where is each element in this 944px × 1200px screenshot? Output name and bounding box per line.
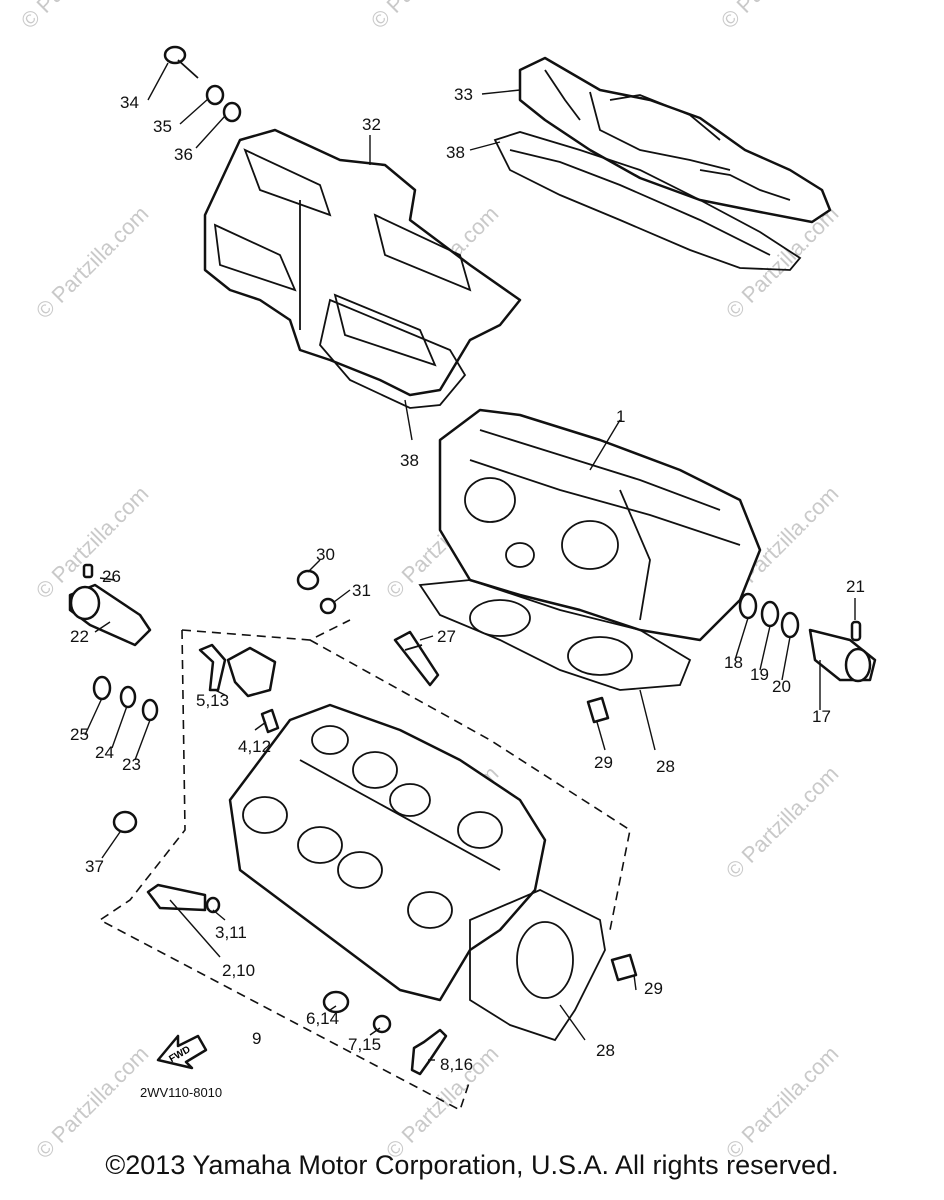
o-ring-18	[738, 592, 758, 620]
callout: 29	[594, 753, 613, 772]
assembly-boundary	[98, 619, 631, 1112]
watermark: © Partzilla.com	[721, 201, 844, 324]
callout: 33	[454, 85, 473, 104]
bracket-5-13	[226, 646, 277, 698]
head-cover-rear	[518, 56, 832, 224]
head-cover-gasket-front	[319, 298, 467, 409]
o-ring-24	[119, 685, 137, 709]
callout: 24	[95, 743, 114, 762]
callout: 17	[812, 707, 831, 726]
callout: 36	[174, 145, 193, 164]
callout: 1	[616, 407, 625, 426]
callout: 38	[400, 451, 419, 470]
plug-4-12	[260, 708, 280, 734]
callout: 9	[252, 1029, 261, 1048]
callouts: 34 35 36 32 33 38 38 1 26 22 30 31 27 5,…	[70, 85, 865, 1074]
dowel-29-upper	[586, 696, 610, 724]
callout: 35	[153, 117, 172, 136]
callout: 31	[352, 581, 371, 600]
callout: 19	[750, 665, 769, 684]
callout: 6,14	[306, 1009, 339, 1028]
valve-guide	[146, 883, 207, 912]
head-cover-front	[203, 128, 522, 397]
o-ring-23	[141, 698, 159, 722]
nut-6-14	[322, 990, 350, 1014]
callout: 38	[446, 143, 465, 162]
bolt-5-13	[198, 643, 227, 692]
callout: 8,16	[440, 1055, 473, 1074]
callout: 30	[316, 545, 335, 564]
cylinder-head-front	[228, 703, 547, 1002]
callout: 28	[656, 757, 675, 776]
watermark: © Partzilla.com	[716, 0, 839, 34]
watermark: © Partzilla.com	[366, 0, 489, 34]
forward-arrow-icon: FWD	[156, 1034, 208, 1070]
callout: 26	[102, 567, 121, 586]
watermark: © Partzilla.com	[31, 1041, 154, 1164]
callout: 37	[85, 857, 104, 876]
washer-7-15	[372, 1014, 392, 1034]
callout: 3,11	[215, 923, 247, 942]
watermark: © Partzilla.com	[721, 761, 844, 884]
watermark: © Partzilla.com	[16, 0, 139, 34]
callout: 32	[362, 115, 381, 134]
callout: 7,15	[348, 1035, 381, 1054]
callout: 25	[70, 725, 89, 744]
copyright-notice: ©2013 Yamaha Motor Corporation, U.S.A. A…	[105, 1150, 839, 1180]
watermark: © Partzilla.com	[31, 201, 154, 324]
callout: 34	[120, 93, 139, 112]
plug-30	[296, 569, 320, 591]
pin-26	[82, 563, 94, 579]
camshaft-cap-left	[68, 583, 152, 647]
callout: 18	[724, 653, 743, 672]
spark-plug	[393, 630, 440, 687]
head-gasket-rear	[418, 579, 692, 691]
clip-3-11	[205, 896, 221, 914]
plug-37	[112, 810, 138, 834]
stud-8-16	[410, 1028, 448, 1076]
head-cover-gasket-rear	[493, 131, 802, 271]
callout: 4,12	[238, 737, 271, 756]
callout: 20	[772, 677, 791, 696]
callout: 27	[437, 627, 456, 646]
diagram-code: 2WV110-8010	[140, 1085, 222, 1100]
dowel-29-lower	[610, 953, 638, 982]
washer-31	[319, 597, 337, 615]
callout: 5,13	[196, 691, 229, 710]
watermark: © Partzilla.com	[721, 1041, 844, 1164]
o-ring-20	[780, 611, 800, 639]
callout: 29	[644, 979, 663, 998]
cover-bolt-and-washers	[163, 45, 242, 123]
camshaft-cap-right	[808, 628, 877, 683]
pin-21	[850, 620, 862, 642]
callout: 28	[596, 1041, 615, 1060]
o-ring-25	[92, 675, 112, 701]
leader-lines	[84, 62, 856, 1061]
head-gasket-front	[469, 889, 606, 1042]
callout: 21	[846, 577, 865, 596]
callout: 23	[122, 755, 141, 774]
cylinder-head-rear	[438, 408, 762, 642]
callout: 22	[70, 627, 89, 646]
callout: 2,10	[222, 961, 255, 980]
o-ring-19	[760, 600, 780, 628]
